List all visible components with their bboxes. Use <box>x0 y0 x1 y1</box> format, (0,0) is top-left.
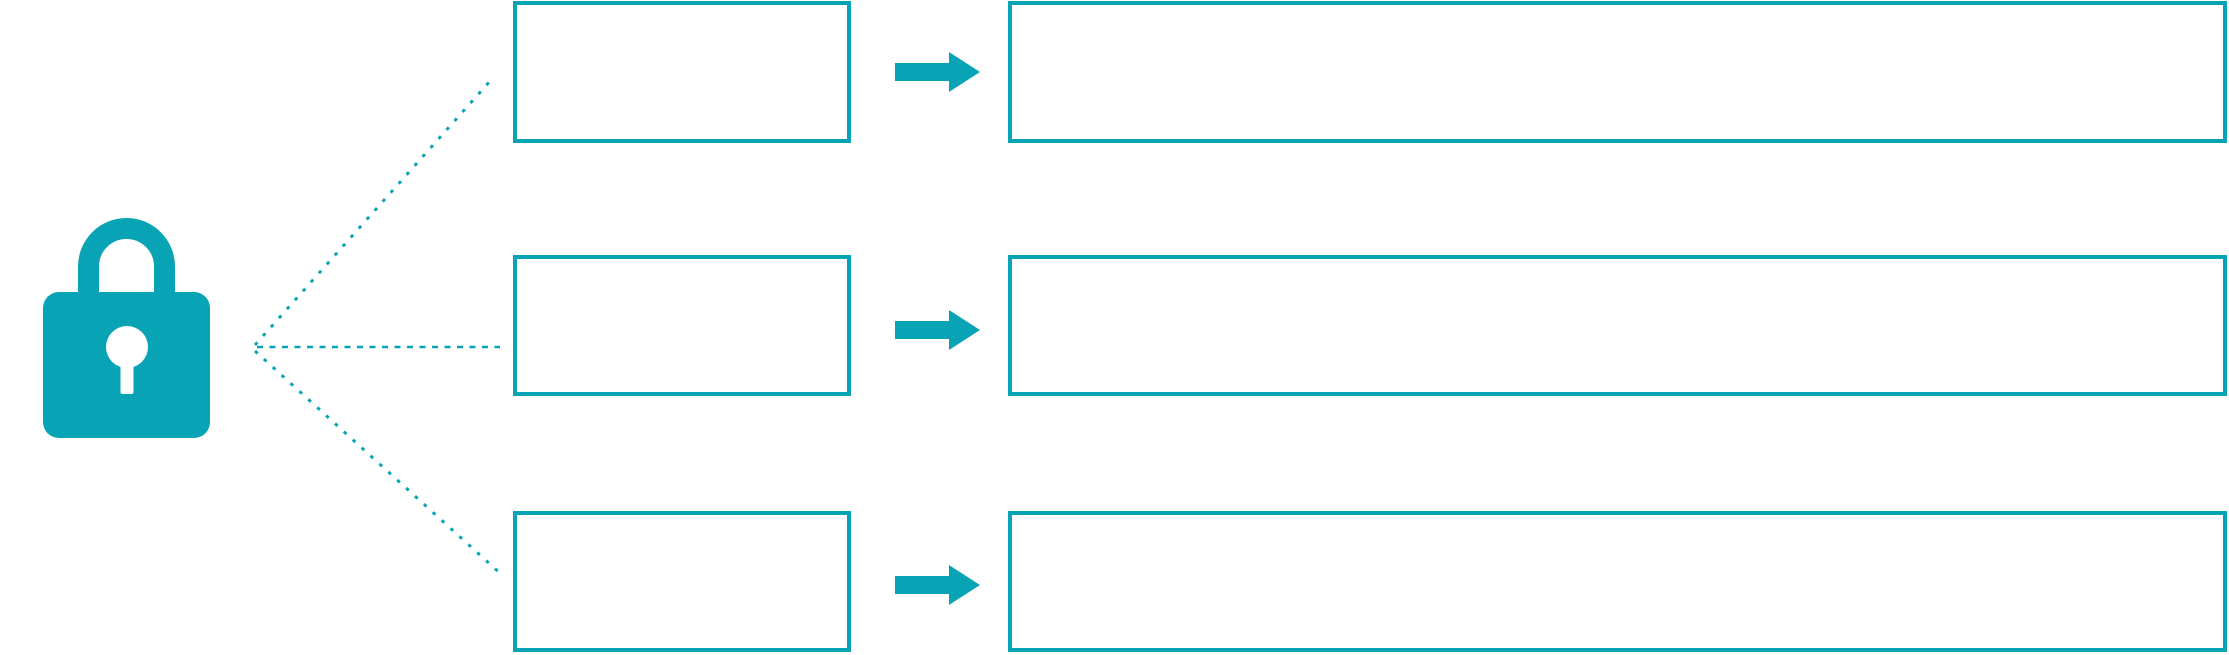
lock-icon <box>43 218 210 438</box>
keyhole-stem <box>120 347 134 394</box>
lock-shackle <box>78 218 175 328</box>
target-box-2 <box>1008 255 2227 396</box>
arrow-right-icon-2 <box>895 310 980 350</box>
dotted-connector-top <box>253 79 493 346</box>
source-box-3 <box>513 511 851 652</box>
target-box-1 <box>1008 1 2227 143</box>
arrow-right-icon-3 <box>895 565 980 605</box>
arrow-right-icon-1 <box>895 52 980 92</box>
source-box-2 <box>513 255 851 396</box>
dotted-connector-bottom <box>253 349 504 577</box>
source-box-1 <box>513 1 851 143</box>
target-box-3 <box>1008 511 2227 652</box>
